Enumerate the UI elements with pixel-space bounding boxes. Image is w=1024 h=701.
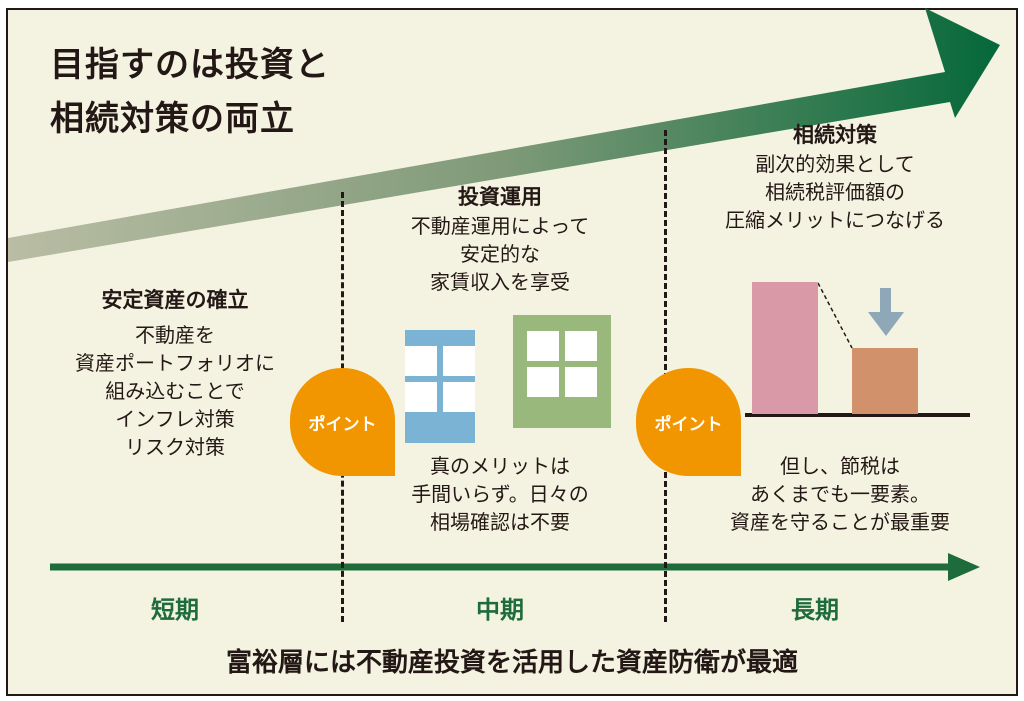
- down-arrow-icon: [868, 288, 904, 336]
- point-text: 相場確認は不要: [430, 510, 570, 534]
- section-text: 圧縮メリットにつなげる: [725, 208, 945, 232]
- point-badge: ポイント: [290, 368, 395, 476]
- section-heading: 投資運用: [458, 185, 542, 209]
- bar-before: [752, 282, 818, 414]
- title-line-2: 相続対策の両立: [50, 99, 295, 139]
- point-text-mid: 真のメリットは 手間いらず。日々の 相場確認は不要: [370, 452, 630, 536]
- point-text: 但し、節税は: [780, 454, 900, 478]
- building-icon: [513, 315, 611, 428]
- term-long: 長期: [791, 596, 839, 624]
- building-icon: [405, 330, 475, 443]
- point-text: 手間いらず。日々の: [411, 482, 589, 506]
- timeline-arrowhead: [948, 553, 980, 581]
- section-text: 不動産運用によって: [410, 214, 590, 238]
- term-short: 短期: [151, 596, 199, 624]
- badge-label: ポイント: [654, 414, 723, 435]
- point-text-long: 但し、節税は あくまでも一要素。 資産を守ることが最重要: [700, 452, 980, 536]
- section-text: 組み込むことで: [105, 379, 245, 403]
- section-short: 安定資産の確立 不動産を 資産ポートフォリオに 組み込むことで インフレ対策 リ…: [40, 285, 310, 461]
- section-heading: 相続対策: [793, 123, 877, 147]
- section-heading: 安定資産の確立: [101, 288, 249, 312]
- section-text: インフレ対策: [115, 407, 235, 431]
- section-mid: 投資運用 不動産運用によって 安定的な 家賃収入を享受: [365, 182, 635, 296]
- section-text: 安定的な: [460, 242, 540, 266]
- section-text: 副次的効果として: [755, 152, 915, 176]
- section-text: 家賃収入を享受: [430, 270, 570, 294]
- badge-label: ポイント: [308, 414, 377, 435]
- page-title: 目指すのは投資と 相続対策の両立: [50, 38, 330, 146]
- term-mid: 中期: [476, 596, 524, 624]
- title-line-1: 目指すのは投資と: [50, 45, 330, 85]
- point-text: あくまでも一要素。: [750, 482, 930, 506]
- point-text: 真のメリットは: [430, 454, 570, 478]
- point-badge: ポイント: [636, 368, 741, 476]
- infographic-frame: [6, 8, 1018, 696]
- section-text: 資産ポートフォリオに: [75, 351, 275, 375]
- section-text: リスク対策: [125, 435, 225, 459]
- point-text: 資産を守ることが最重要: [730, 510, 950, 534]
- section-long: 相続対策 副次的効果として 相続税評価額の 圧縮メリットにつなげる: [705, 120, 965, 234]
- footer-message: 富裕層には不動産投資を活用した資産防衛が最適: [225, 648, 798, 678]
- bar-after: [852, 348, 918, 414]
- section-text: 相続税評価額の: [765, 180, 905, 204]
- section-text: 不動産を: [135, 323, 215, 347]
- chart-connector: [817, 282, 853, 349]
